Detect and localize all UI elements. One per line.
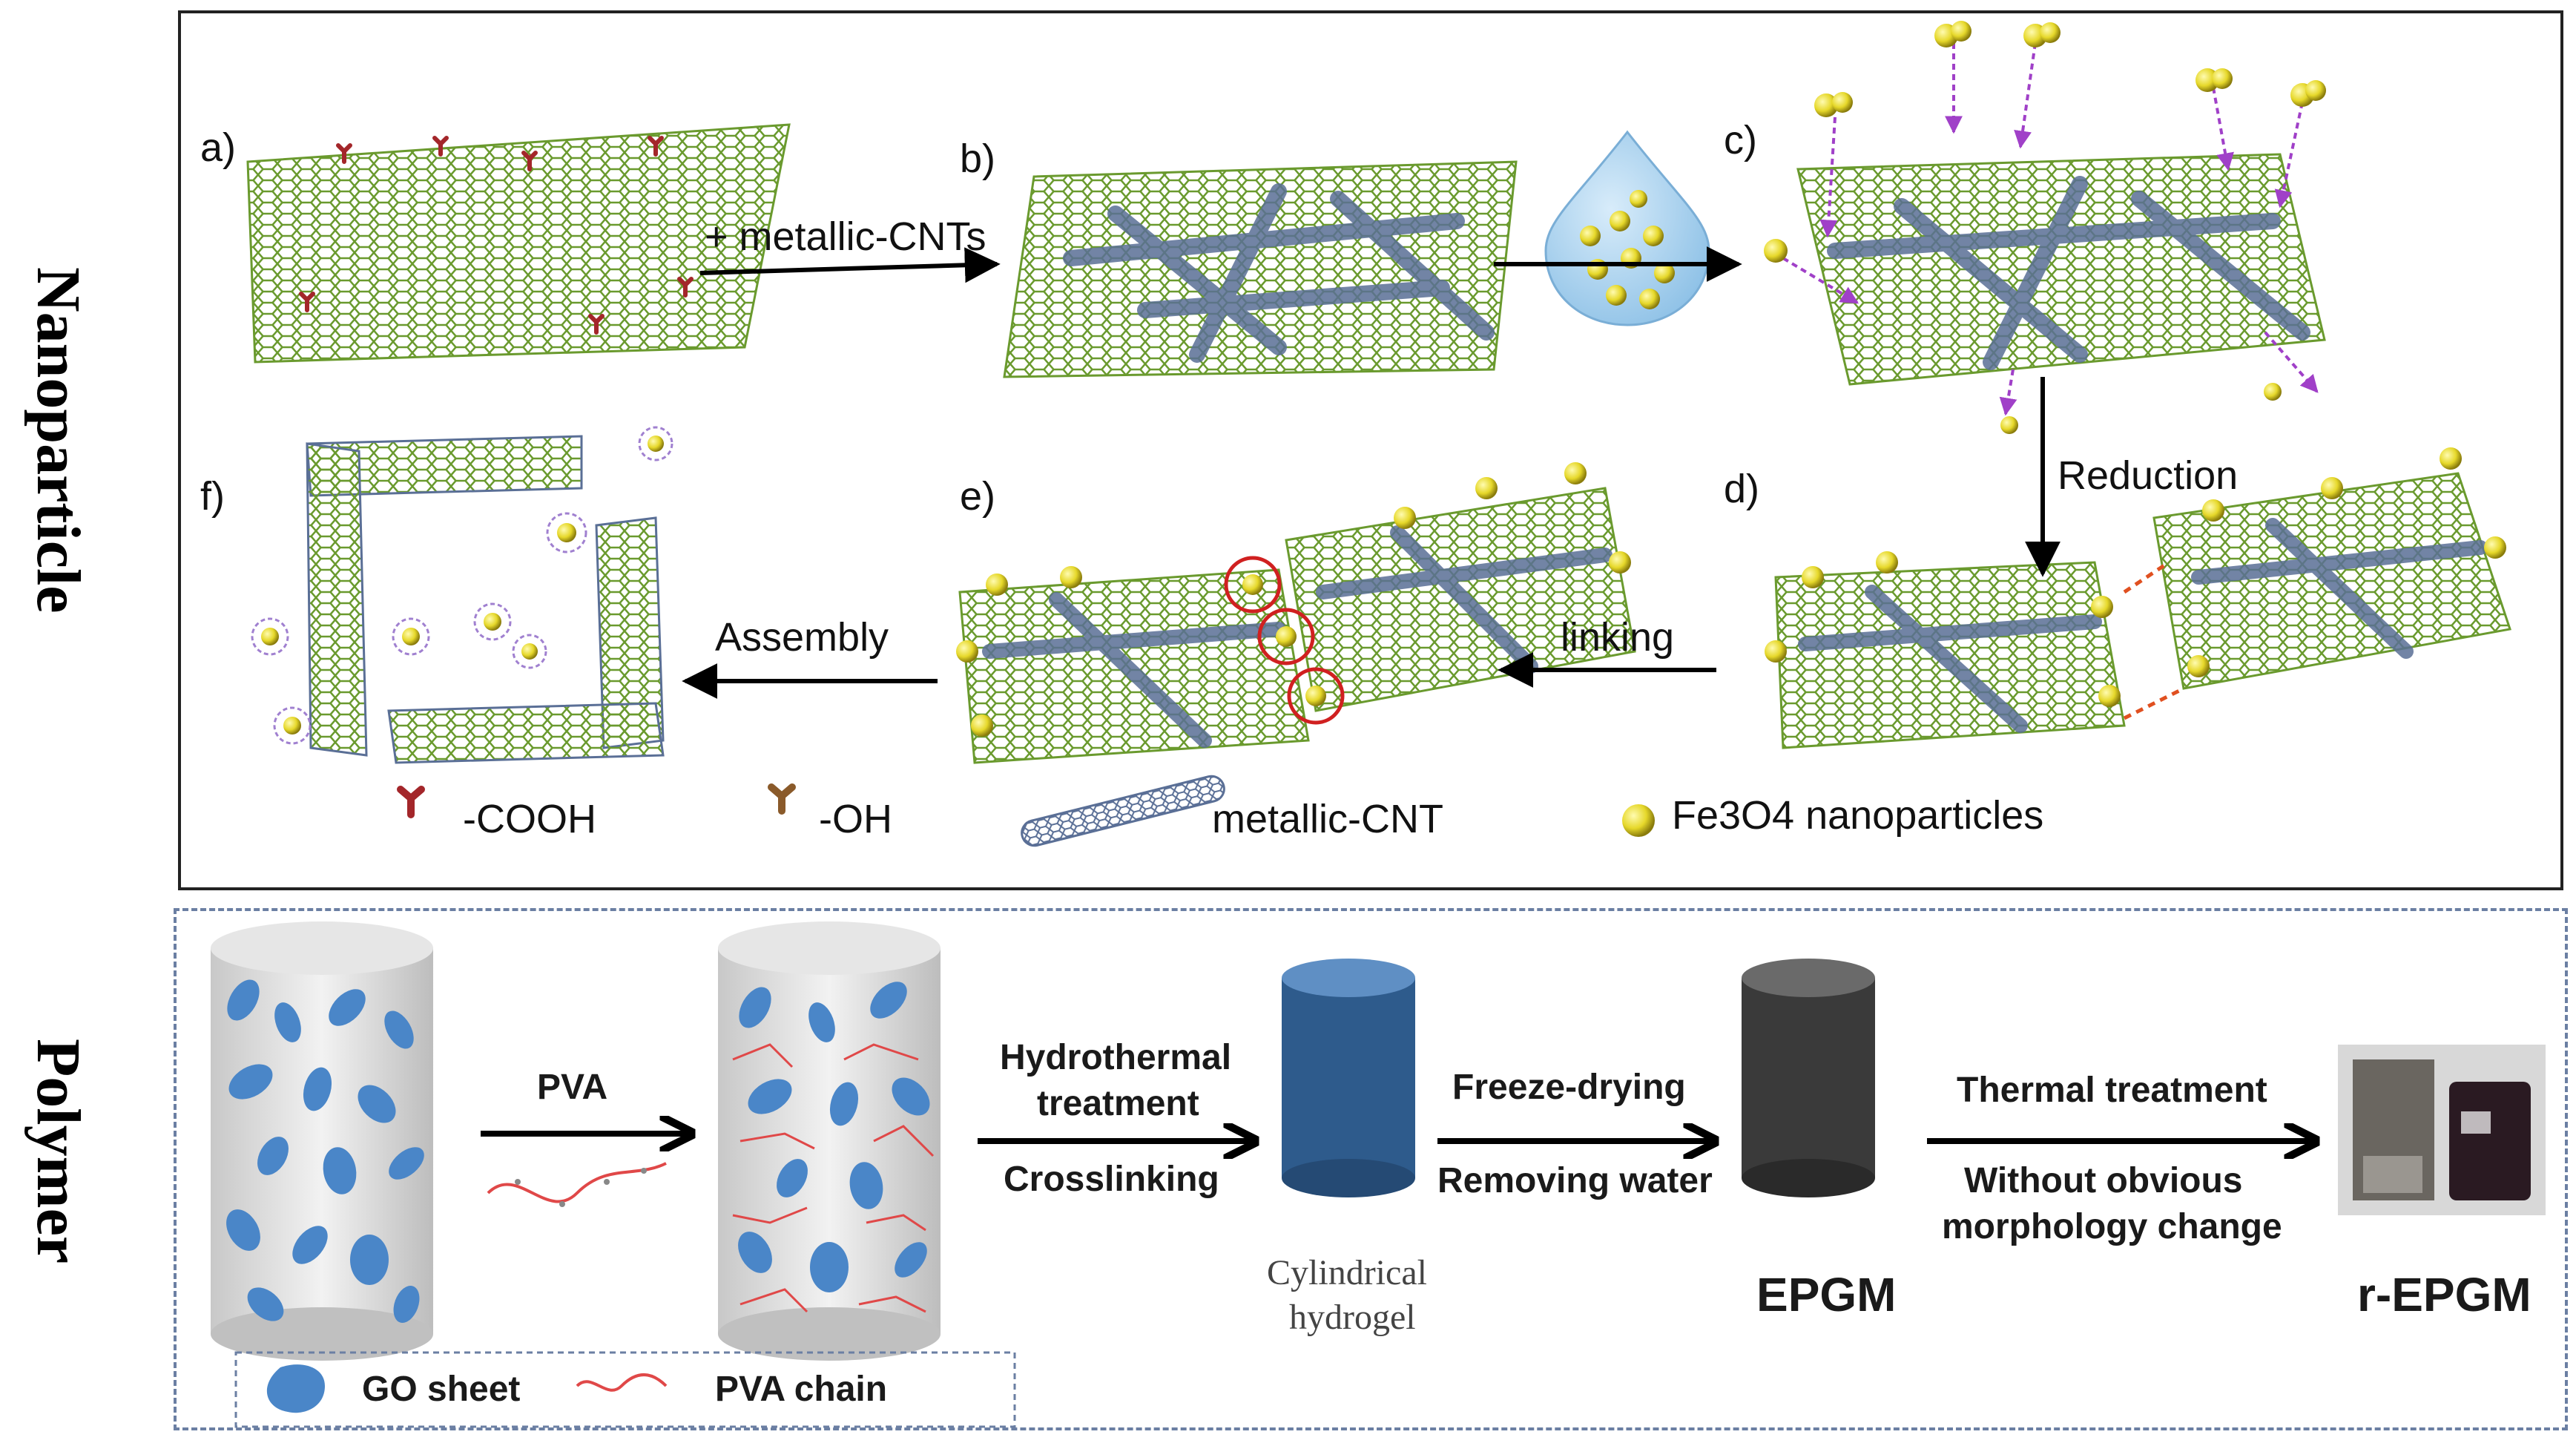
label-without-1: Without obvious — [1964, 1161, 2243, 1200]
label-hydrothermal-1: Hydrothermal — [1000, 1038, 1232, 1077]
side-label-nanoparticle: Nanoparticle — [24, 267, 93, 614]
arrow-label-assembly: Assembly — [715, 615, 889, 660]
go-cylinder — [211, 921, 433, 1361]
legend-pva-chain: PVA chain — [715, 1370, 888, 1409]
sheet-a — [246, 123, 791, 364]
fe3o4-droplet — [1544, 130, 1710, 326]
label-removing-water: Removing water — [1437, 1161, 1713, 1200]
step-label-b: b) — [960, 137, 996, 181]
go-pva-cylinder — [718, 921, 941, 1361]
label-r-epgm: r-EPGM — [2357, 1268, 2531, 1321]
hydrogel-cylinder — [1282, 959, 1415, 1197]
label-hydrothermal-2: treatment — [1037, 1084, 1199, 1123]
process-arrows — [682, 246, 2061, 699]
label-freeze-drying: Freeze-drying — [1452, 1068, 1686, 1107]
label-thermal-treatment: Thermal treatment — [1957, 1071, 2267, 1110]
sheet-e — [956, 462, 1636, 764]
arrow-label-metallic-cnts: + metallic-CNTs — [705, 214, 986, 259]
label-epgm: EPGM — [1756, 1268, 1897, 1321]
step-label-f: f) — [200, 474, 225, 519]
step-label-a: a) — [200, 125, 237, 170]
go-sheet-icon — [266, 1364, 325, 1413]
legend-go-sheet: GO sheet — [362, 1370, 521, 1409]
label-cylindrical-1: Cylindrical — [1267, 1253, 1427, 1292]
sheet-c — [1764, 21, 2326, 434]
legend-graphics — [397, 775, 1655, 847]
arrow-label-linking: linking — [1561, 615, 1675, 660]
polymer-graphics — [211, 921, 2546, 1428]
r-epgm-photo — [2338, 1045, 2546, 1215]
legend-cooh: -COOH — [463, 797, 596, 841]
pva-chain-icon — [576, 1373, 668, 1392]
label-pva: PVA — [537, 1068, 608, 1107]
arrow-label-reduction: Reduction — [2058, 453, 2239, 498]
legend-metallic-cnt: metallic-CNT — [1212, 797, 1444, 841]
sheet-d — [1765, 447, 2511, 749]
label-without-2: morphology change — [1942, 1207, 2282, 1246]
step-label-e: e) — [960, 474, 996, 519]
legend-fe3o4: Fe3O4 nanoparticles — [1672, 793, 2044, 838]
sheet-b — [1003, 160, 1518, 378]
side-label-polymer: Polymer — [24, 1039, 93, 1264]
label-cylindrical-2: hydrogel — [1289, 1298, 1416, 1337]
epgm-cylinder — [1742, 959, 1875, 1197]
step-label-c: c) — [1724, 118, 1757, 162]
legend-oh: -OH — [819, 797, 892, 841]
step-label-d: d) — [1724, 467, 1760, 511]
nanoparticle-panel: a) b) c) d) e) f) + metallic-CNTs Reduct… — [178, 10, 2563, 890]
nanoparticle-graphics — [246, 21, 2511, 847]
assembly-f — [251, 426, 673, 764]
polymer-panel: PVA Hydrothermal treatment Crosslinking … — [174, 908, 2568, 1430]
label-crosslinking: Crosslinking — [1004, 1160, 1219, 1199]
